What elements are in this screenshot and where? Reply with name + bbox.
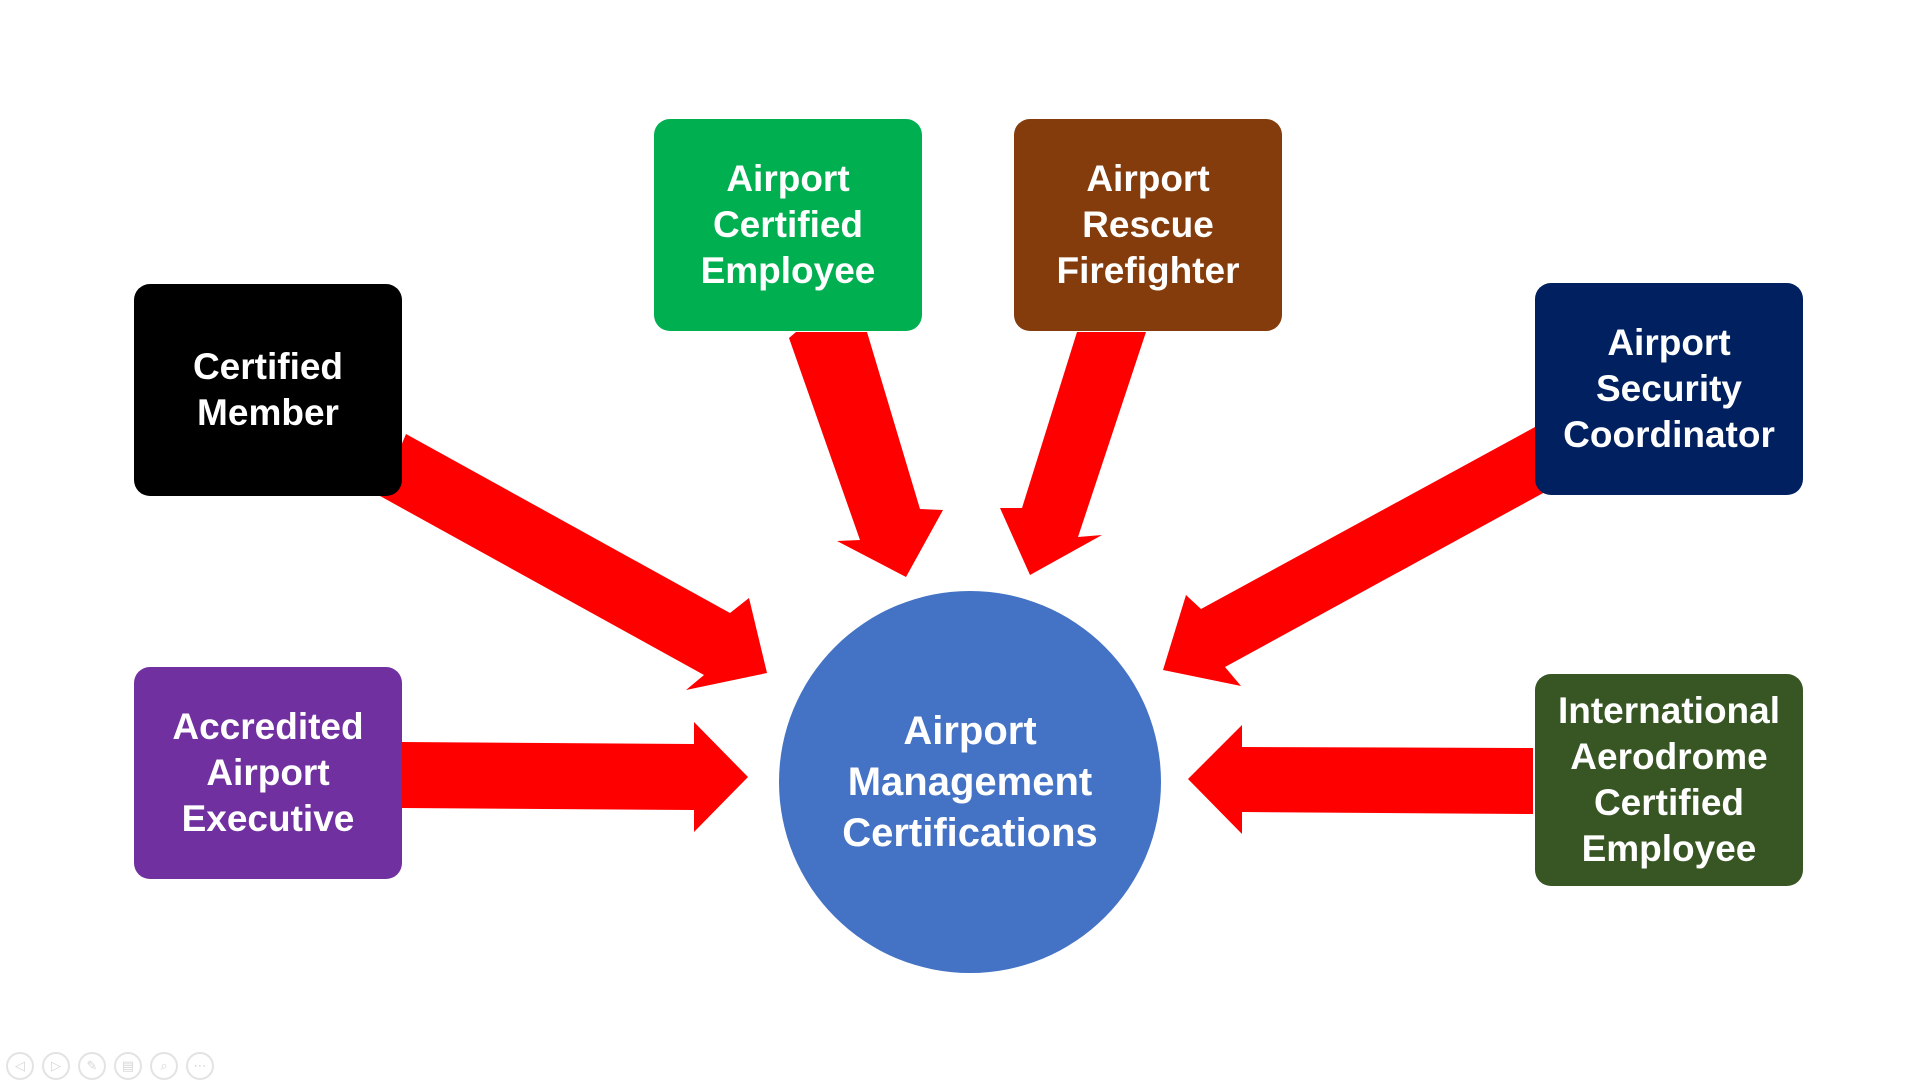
center-circle: Airport Management Certifications	[779, 591, 1161, 973]
box-airport-security-coordinator: Airport Security Coordinator	[1535, 283, 1803, 495]
box-airport-rescue-firefighter: Airport Rescue Firefighter	[1014, 119, 1282, 331]
center-label: Airport Management Certifications	[842, 708, 1098, 855]
arrow-airport-certified-employee	[789, 332, 943, 577]
arrow-certified-member	[380, 434, 767, 690]
zoom-icon[interactable]: ⌕	[150, 1052, 178, 1080]
box-label: International Aerodrome Certified Employ…	[1557, 690, 1781, 869]
previous-icon[interactable]: ◁	[6, 1052, 34, 1080]
arrow-airport-rescue-firefighter	[1000, 332, 1146, 575]
next-icon[interactable]: ▷	[42, 1052, 70, 1080]
arrow-international-aerodrome	[1188, 725, 1533, 834]
arrow-airport-security-coordinator	[1163, 427, 1545, 686]
box-airport-certified-employee: Airport Certified Employee	[654, 119, 922, 331]
box-label: Airport Certified Employee	[700, 158, 876, 291]
pen-icon[interactable]: ✎	[78, 1052, 106, 1080]
slides-icon[interactable]: ▤	[114, 1052, 142, 1080]
box-label: Certified Member	[192, 346, 344, 433]
box-international-aerodrome-certified-employee: International Aerodrome Certified Employ…	[1535, 674, 1803, 886]
box-certified-member: Certified Member	[134, 284, 402, 496]
arrow-accredited-airport-executive	[402, 722, 748, 832]
box-label: Accredited Airport Executive	[172, 706, 364, 839]
box-label: Airport Rescue Firefighter	[1056, 158, 1240, 291]
box-accredited-airport-executive: Accredited Airport Executive	[134, 667, 402, 879]
slideshow-controls: ◁ ▷ ✎ ▤ ⌕ ⋯	[6, 1052, 214, 1080]
more-icon[interactable]: ⋯	[186, 1052, 214, 1080]
box-label: Airport Security Coordinator	[1563, 322, 1775, 455]
